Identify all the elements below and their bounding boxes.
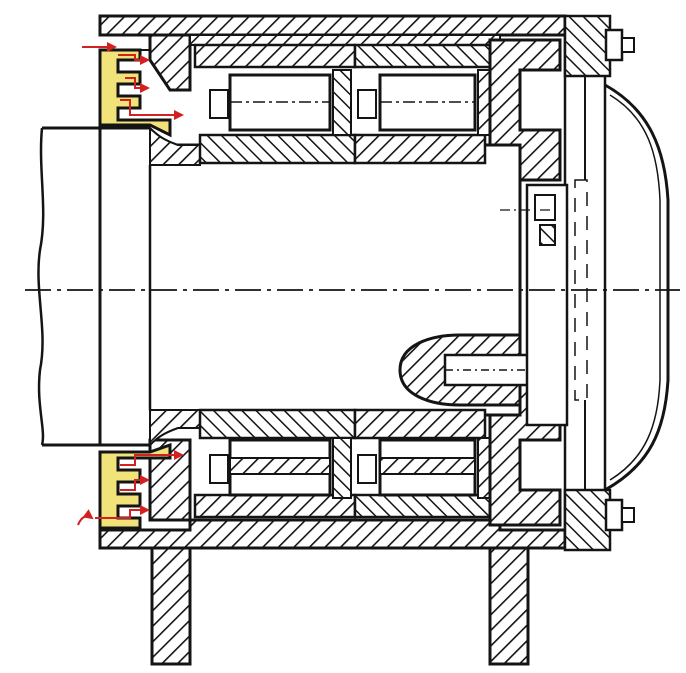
bolt-bottom bbox=[604, 498, 635, 532]
inner-race-top bbox=[198, 133, 487, 165]
outer-race-bottom bbox=[193, 493, 492, 519]
seal-flow-arrows-top bbox=[82, 42, 184, 120]
mounting-foot-right bbox=[488, 546, 530, 666]
roller-row-top-right bbox=[357, 69, 491, 136]
center-screw bbox=[398, 333, 547, 407]
shaft bbox=[37, 126, 150, 447]
seal-flow-arrows-bottom bbox=[77, 450, 184, 526]
outer-race-top bbox=[193, 43, 492, 69]
labyrinth-seal-top bbox=[98, 48, 172, 138]
domed-end-cover bbox=[604, 83, 670, 492]
end-cover-plate bbox=[563, 14, 612, 552]
retaining-plate bbox=[525, 179, 588, 427]
inner-race-bottom bbox=[198, 408, 487, 440]
roller-row-top-left bbox=[209, 69, 352, 136]
roller-row-bottom-right bbox=[357, 437, 491, 499]
mounting-foot-left bbox=[150, 546, 192, 666]
roller-row-bottom-left bbox=[209, 437, 352, 499]
bolt-top bbox=[604, 28, 635, 62]
